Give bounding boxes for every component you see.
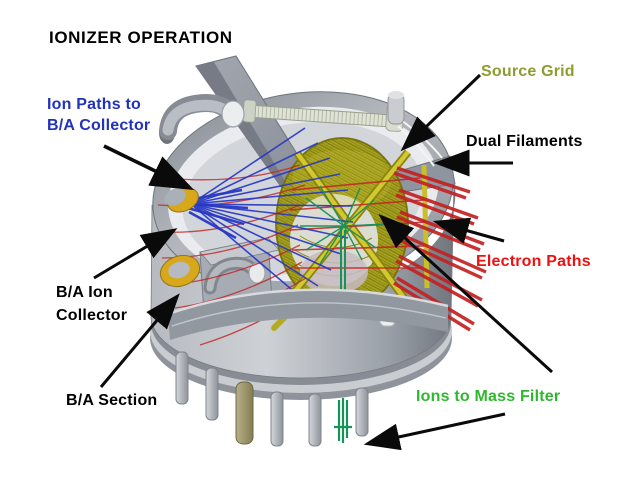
ion-exit-wires: [334, 398, 352, 443]
label-line: B/A Ion: [56, 284, 113, 301]
label-line: Collector: [56, 307, 128, 324]
arrow-electron-paths: [432, 217, 505, 244]
arrow-ba-section: [99, 293, 180, 388]
ion-paths-blue: [187, 127, 354, 301]
arrow-ions-formation: [378, 213, 554, 374]
mounting-pins: [175, 351, 369, 447]
arrow-ions-exit: [363, 412, 506, 451]
standoff-post-top: [387, 91, 405, 125]
label-ions-to-mass-filter: Ions to Mass Filter: [416, 388, 561, 405]
label-dual-filaments: Dual Filaments: [466, 133, 583, 150]
label-electron-paths: Electron Paths: [476, 253, 591, 270]
annotation-arrows: [93, 73, 554, 451]
ion-beam-green: [300, 185, 387, 443]
arrow-ba-ion-collector: [93, 228, 178, 280]
label-ion-paths-to-ba-collector: Ion Paths to B/A Collector: [47, 94, 150, 136]
label-ba-ion-collector: B/A Ion Collector: [56, 281, 127, 327]
label-line: Ion Paths to: [47, 96, 141, 113]
label-source-grid: Source Grid: [481, 63, 575, 80]
feedthrough-pipe-top: [159, 94, 245, 144]
label-ba-section: B/A Section: [66, 392, 158, 409]
arrow-source-grid: [400, 73, 482, 152]
label-line: B/A Collector: [47, 117, 151, 134]
front-inner-wall: [167, 288, 449, 340]
arrow-ion-paths: [103, 144, 195, 190]
page-title: IONIZER OPERATION: [49, 28, 233, 47]
